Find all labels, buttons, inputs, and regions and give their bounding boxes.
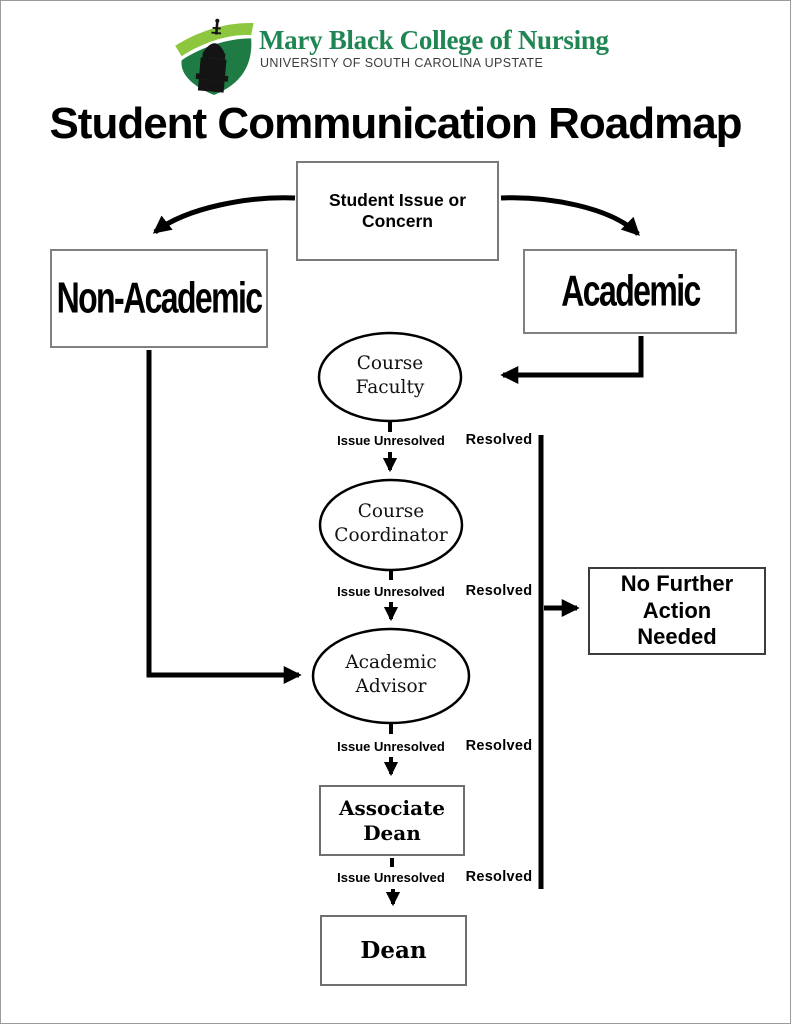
node-course-coordinator-ellipse (318, 478, 464, 572)
node-student-issue: Student Issue or Concern (296, 161, 499, 261)
resolved-label: Resolved (465, 869, 533, 885)
issue-unresolved-label: Issue Unresolved (337, 433, 445, 448)
edge-academic-to-faculty (500, 336, 644, 384)
university-name: UNIVERSITY OF SOUTH CAROLINA UPSTATE (260, 56, 544, 70)
resolved-label: Resolved (465, 738, 533, 754)
resolved-label: Resolved (465, 432, 533, 448)
node-dean: Dean (320, 915, 467, 986)
node-non-academic: Non-Academic (50, 249, 268, 348)
issue-unresolved-label: Issue Unresolved (337, 739, 445, 754)
issue-unresolved-label: Issue Unresolved (337, 584, 445, 599)
issue-unresolved-label: Issue Unresolved (337, 870, 445, 885)
node-academic-label: Academic (560, 266, 701, 316)
node-student-issue-label: Student Issue or Concern (328, 190, 467, 231)
node-dean-label: Dean (360, 937, 427, 964)
university-shield-logo (175, 18, 254, 95)
resolved-label: Resolved (465, 583, 533, 599)
node-associate-dean-label: Associate Dean (338, 795, 446, 845)
node-academic-advisor-label: Academic Advisor (345, 652, 437, 698)
node-academic: Academic (523, 249, 737, 334)
edge-issue-to-nonacademic (152, 195, 296, 234)
node-no-further-action-label: No Further Action Needed (620, 570, 734, 650)
node-academic-advisor-ellipse (311, 627, 471, 725)
node-course-faculty-label: Course Faculty (355, 353, 425, 399)
node-non-academic-label: Non-Academic (56, 273, 263, 323)
node-associate-dean: Associate Dean (319, 785, 465, 856)
node-course-coordinator-label: Course Coordinator (334, 501, 448, 547)
edge-nonacademic-to-advisor (146, 350, 302, 684)
node-course-faculty-ellipse (317, 331, 463, 423)
logo-band (175, 23, 254, 57)
node-no-further-action: No Further Action Needed (588, 567, 766, 655)
college-name: Mary Black College of Nursing (259, 25, 609, 55)
page-title: Student Communication Roadmap (49, 99, 742, 148)
clock-tower-icon (195, 18, 229, 93)
edge-issue-to-academic (500, 195, 640, 236)
